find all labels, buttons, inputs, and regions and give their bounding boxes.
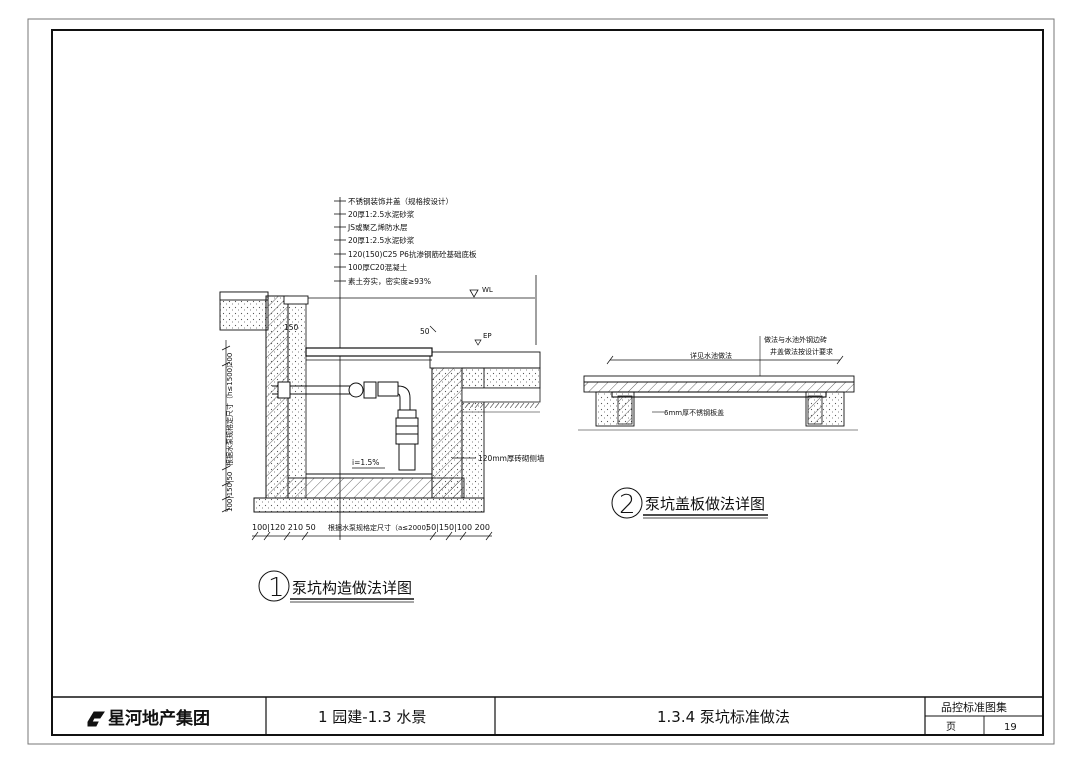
title-block xyxy=(52,696,1043,735)
layer-note-7: 素土夯实，密实度≥93% xyxy=(348,276,431,286)
pump xyxy=(272,381,419,471)
company-logo-icon xyxy=(87,711,105,727)
left-bottom-dims: 100|150|50 xyxy=(226,472,234,512)
pit-cover xyxy=(305,347,433,357)
detail-2-number: 2 xyxy=(619,490,636,520)
inner-border xyxy=(51,29,1044,736)
dim-150: 150 xyxy=(284,323,299,332)
pit-base-slab xyxy=(253,497,485,513)
page-number: 19 xyxy=(1004,722,1017,733)
detail-1-title: 1 泵坑构造做法详图 xyxy=(258,570,414,603)
layer-note-5: 120(150)C25 P6抗渗钢筋砼基础底板 xyxy=(348,249,477,259)
wall-callout: 120mm厚砖砌侧墙 xyxy=(478,453,545,463)
wl-marker xyxy=(469,289,479,298)
layer-note-2: 20厚1:2.5水泥砂浆 xyxy=(348,209,415,219)
drawing-title: 1.3.4 泵坑标准做法 xyxy=(657,708,790,726)
pool-floor xyxy=(429,351,541,369)
wl-label: WL xyxy=(482,286,493,294)
bottom-dims-middle: 根据水泵规格定尺寸（a≤2000） xyxy=(328,523,433,532)
dim-50: 50 xyxy=(420,327,430,336)
ep-label: EP xyxy=(483,332,492,340)
layer-note-1: 不锈钢装饰井盖（规格按设计） xyxy=(348,196,453,206)
layer-note-6: 100厚C20混凝土 xyxy=(348,262,408,272)
layer-note-3: JS或聚乙烯防水层 xyxy=(347,222,408,232)
bottom-dims-left: 100|120 210 50 xyxy=(252,523,316,532)
note-top-2: 井盖做法按设计要求 xyxy=(770,347,833,356)
detail-1-number: 1 xyxy=(268,573,285,603)
note-top-1: 做法与水池外钢边砖 xyxy=(764,335,827,344)
layer-note-4: 20厚1:2.5水泥砂浆 xyxy=(348,235,415,245)
slope-label: i=1.5% xyxy=(352,458,379,467)
dim-200-vertical: 200 xyxy=(226,353,234,366)
outer-border xyxy=(27,18,1055,745)
steel-plate-note: 6mm厚不锈钢板盖 xyxy=(664,408,724,417)
layer-note-ticks xyxy=(334,200,346,282)
detail-2-cover-section: 详见水池做法 做法与水池外钢边砖 井盖做法按设计要求 6mm厚不锈钢板盖 xyxy=(578,335,858,431)
detail-1-pump-pit-section: 不锈钢装饰井盖（规格按设计） 20厚1:2.5水泥砂浆 JS或聚乙烯防水层 20… xyxy=(219,196,545,541)
company-name: 星河地产集团 xyxy=(108,708,210,729)
section-label: 1 园建-1.3 水景 xyxy=(318,708,426,726)
collection-label: 品控标准图集 xyxy=(941,700,1007,714)
left-height-dim: 根据水泵规格定尺寸（h≤1500） xyxy=(225,361,234,466)
bottom-dims-right: 50|150|100 200 xyxy=(426,523,490,532)
detail-2-title: 2 泵坑盖板做法详图 xyxy=(611,487,768,520)
page-label: 页 xyxy=(946,721,956,733)
detail-1-title-text: 泵坑构造做法详图 xyxy=(292,579,412,597)
detail-2-title-text: 泵坑盖板做法详图 xyxy=(645,495,765,513)
span-note: 详见水池做法 xyxy=(690,351,732,360)
